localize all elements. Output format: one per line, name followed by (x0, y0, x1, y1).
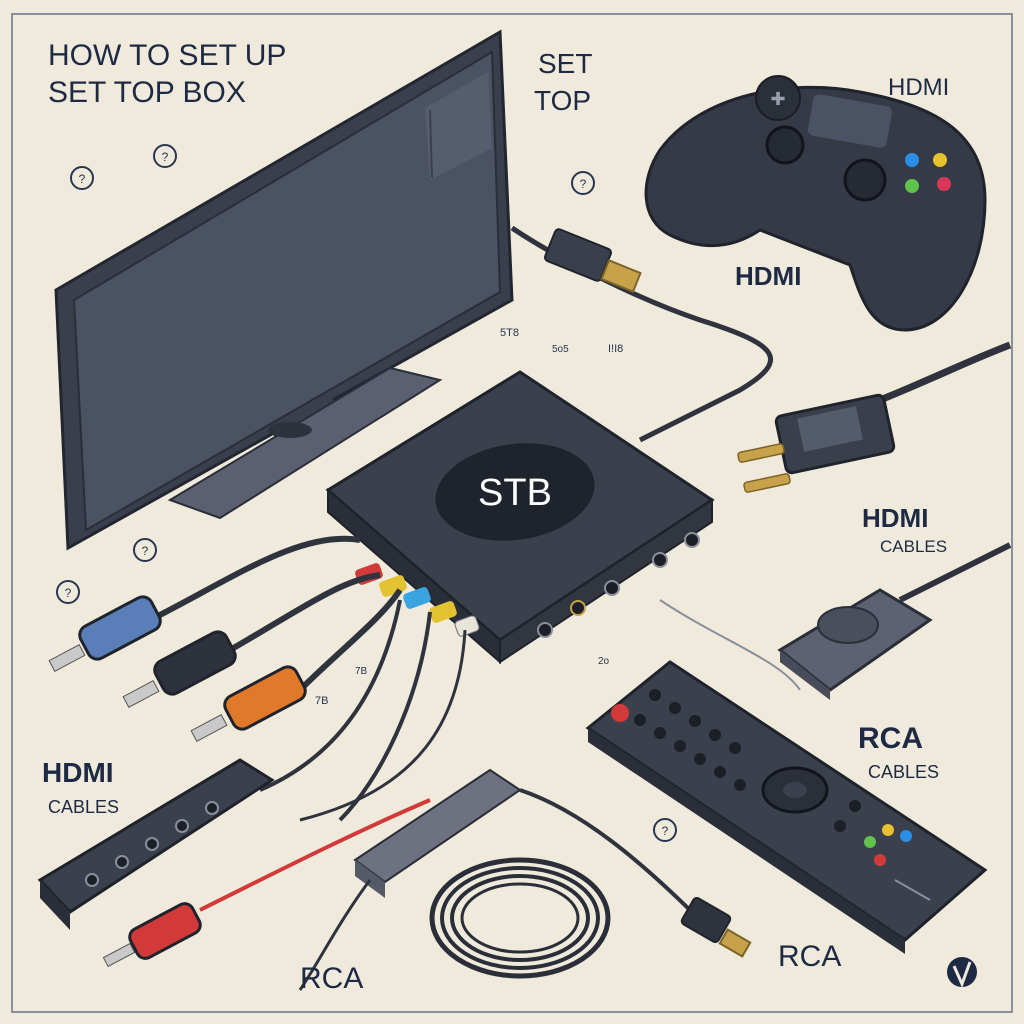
step-marker-5: ? (56, 580, 80, 604)
scribble-2: 5o5 (552, 344, 569, 355)
hdmi-label-mid: HDMI (735, 261, 801, 291)
stb-output-cables (259, 599, 467, 822)
svg-text:?: ? (662, 824, 669, 838)
step-marker-3: ? (571, 171, 595, 195)
hdmi-cables-right-line2: CABLES (880, 537, 947, 556)
rca-label-bottom-center: RCA (300, 962, 363, 995)
hdmi-cables-right-line1: HDMI (862, 503, 928, 533)
rca-cables-line2: CABLES (868, 762, 939, 782)
hdmi-cables-left-line2: CABLES (48, 797, 119, 817)
title-line1: HOW TO SET UP (48, 39, 286, 72)
set-top-label-line2: TOP (534, 85, 591, 116)
rca-cables-left (48, 535, 403, 742)
step-marker-4: ? (133, 538, 157, 562)
game-controller-icon: ✚ (644, 75, 987, 332)
rca-cables-line1: RCA (858, 722, 923, 755)
hdmi-cables-left-line1: HDMI (42, 757, 114, 788)
title-line2: SET TOP BOX (48, 76, 246, 109)
remote-control-icon (585, 660, 988, 954)
svg-text:?: ? (65, 586, 72, 600)
step-marker-1: ? (70, 166, 94, 190)
svg-text:?: ? (79, 172, 86, 186)
cable-coil-icon (429, 857, 611, 979)
set-top-label-line1: SET (538, 48, 592, 79)
stb-badge: STB (478, 472, 552, 514)
rca-label-bottom-right: RCA (778, 940, 841, 973)
rca-plug-icon (48, 595, 162, 672)
scribble-4: 7B (315, 695, 328, 707)
hdmi-plug-icon (737, 341, 1012, 493)
rca-plug-icon (190, 665, 307, 742)
hdmi-plug-icon (680, 896, 752, 958)
svg-text:?: ? (162, 150, 169, 164)
logo-mark-icon (947, 957, 977, 989)
scribble-3: I!I8 (608, 343, 623, 355)
hdmi-label-top-right: HDMI (888, 74, 949, 101)
frame-border (11, 13, 1013, 1013)
scribble-5: 7B (355, 666, 368, 677)
splitter-box-icon (199, 768, 702, 991)
svg-text:?: ? (580, 177, 587, 191)
step-marker-6: ? (653, 818, 677, 842)
scribble-6: 2o (598, 656, 610, 667)
step-marker-2: ? (153, 144, 177, 168)
port-strip-icon (37, 758, 275, 930)
rca-plug-icon (102, 902, 202, 968)
svg-text:?: ? (142, 544, 149, 558)
rca-plug-icon (122, 630, 237, 708)
svg-text:✚: ✚ (770, 89, 785, 109)
hdmi-plug-icon (510, 225, 773, 443)
adapter-puck-icon (659, 542, 1012, 700)
tv-icon (54, 29, 514, 551)
stb-box-icon: STB (325, 370, 715, 665)
scribble-1: 5T8 (500, 327, 519, 339)
